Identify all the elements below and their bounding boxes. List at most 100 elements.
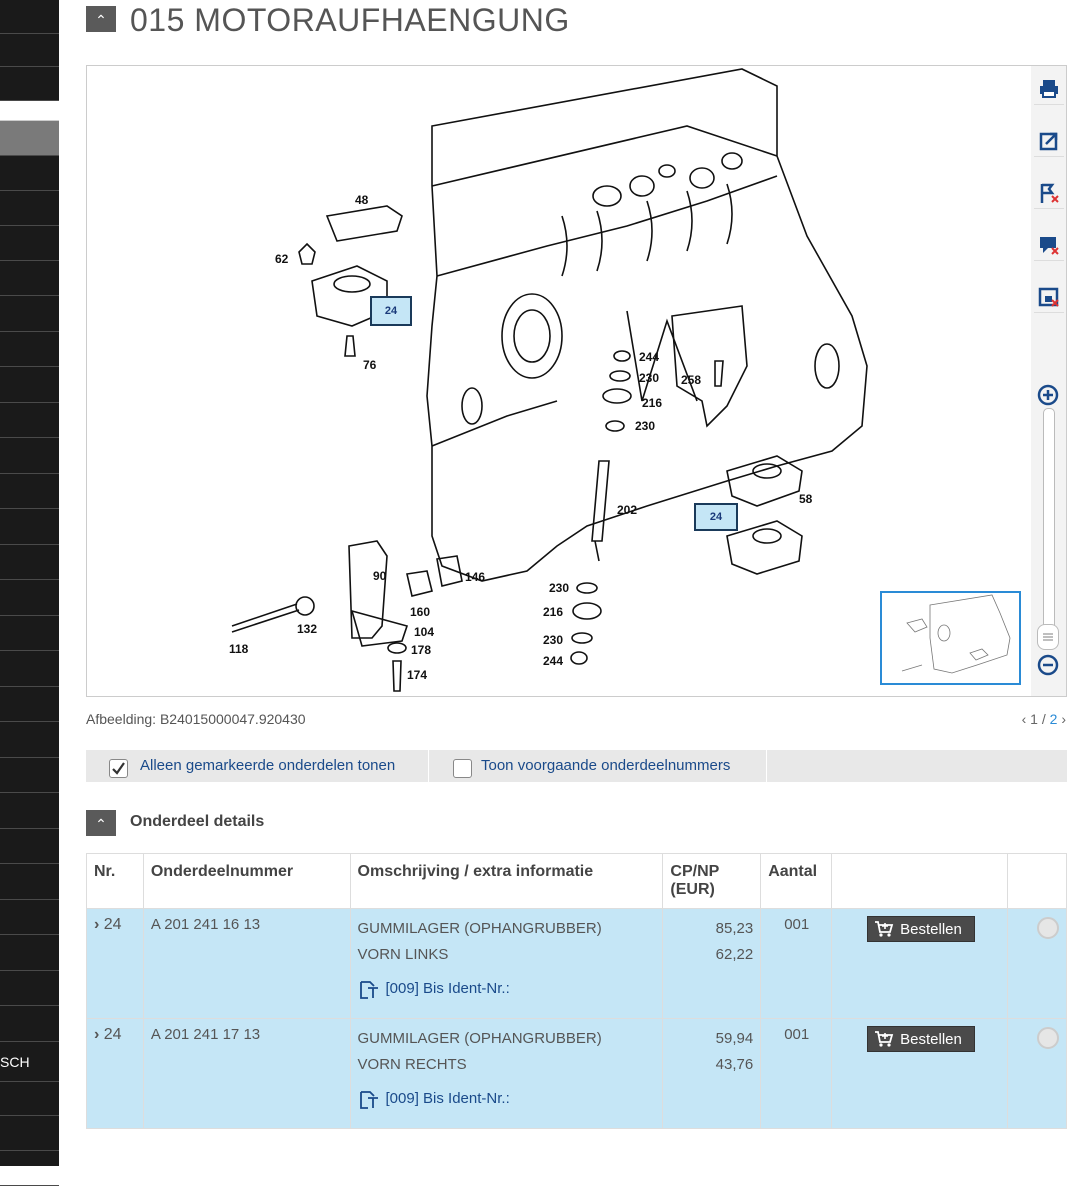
row-nr-cell[interactable]: › 24 xyxy=(86,908,144,1019)
row-nr-cell[interactable]: › 24 xyxy=(86,1018,144,1129)
sidebar-item[interactable] xyxy=(0,1117,59,1151)
column-header-qty[interactable]: Aantal xyxy=(760,853,833,909)
callout-label[interactable]: 48 xyxy=(355,193,369,207)
callout-label[interactable]: 230 xyxy=(549,581,569,595)
cart-add-icon xyxy=(875,921,894,937)
sidebar-item[interactable] xyxy=(0,972,59,1006)
price-cell: 85,23 62,22 xyxy=(662,908,762,1019)
ident-note[interactable]: [009] Bis Ident-Nr.: xyxy=(358,1086,656,1112)
sidebar-item[interactable] xyxy=(0,546,59,580)
callout-label[interactable]: 230 xyxy=(543,633,563,647)
sidebar-item[interactable] xyxy=(0,227,59,261)
row-select-radio[interactable] xyxy=(1037,917,1059,939)
clear-comments-button[interactable] xyxy=(1034,230,1064,261)
sidebar-item[interactable] xyxy=(0,475,59,509)
sidebar-item[interactable] xyxy=(0,298,59,332)
sidebar-item[interactable] xyxy=(0,901,59,935)
highlighted-callout-24[interactable]: 24 xyxy=(370,296,412,326)
sidebar-item[interactable] xyxy=(0,653,59,687)
print-button[interactable] xyxy=(1034,74,1064,105)
sidebar-item[interactable] xyxy=(0,1152,59,1186)
zoom-slider-track[interactable] xyxy=(1043,408,1055,630)
callout-label[interactable]: 76 xyxy=(363,358,377,372)
callout-label[interactable]: 104 xyxy=(414,625,434,639)
sidebar-item[interactable] xyxy=(0,369,59,403)
sidebar-item[interactable] xyxy=(0,33,59,67)
sidebar-item[interactable] xyxy=(0,67,59,101)
row-select-radio[interactable] xyxy=(1037,1027,1059,1049)
sidebar-item[interactable] xyxy=(0,617,59,651)
diagram-viewer[interactable]: 48 62 76 244 230 258 216 230 202 58 90 1… xyxy=(86,65,1067,697)
sidebar-item[interactable] xyxy=(0,0,59,34)
sidebar-item[interactable] xyxy=(0,333,59,367)
table-row[interactable]: › 24 A 201 241 16 13 GUMMILAGER (OPHANGR… xyxy=(86,908,1067,1019)
only-marked-checkbox[interactable] xyxy=(109,759,128,778)
show-previous-label[interactable]: Toon voorgaande onderdeelnummers xyxy=(481,757,731,774)
callout-label[interactable]: 244 xyxy=(543,654,563,668)
order-button-label: Bestellen xyxy=(900,920,962,938)
description-line: VORN RECHTS xyxy=(357,1056,467,1073)
callout-label[interactable]: 132 xyxy=(297,622,317,636)
callout-label[interactable]: 216 xyxy=(543,605,563,619)
chevron-right-icon[interactable]: › xyxy=(94,916,100,933)
sidebar-item[interactable] xyxy=(0,937,59,971)
collapse-diagram-button[interactable]: ⌃ xyxy=(86,6,116,32)
column-header-price[interactable]: CP/NP(EUR) xyxy=(662,853,762,909)
diagram-thumbnail-navigator[interactable] xyxy=(880,591,1021,685)
sidebar-item[interactable] xyxy=(0,1082,59,1116)
chevron-right-icon[interactable]: › xyxy=(94,1026,100,1043)
sidebar-item[interactable] xyxy=(0,404,59,438)
clear-flags-button[interactable] xyxy=(1034,178,1064,209)
zoom-slider-handle[interactable] xyxy=(1037,624,1059,650)
callout-label[interactable]: 146 xyxy=(465,570,485,584)
callout-label[interactable]: 90 xyxy=(373,569,387,583)
callout-label[interactable]: 202 xyxy=(617,503,637,517)
sidebar-item[interactable]: SCH xyxy=(0,1045,59,1082)
zoom-out-button[interactable] xyxy=(1037,654,1059,676)
chevron-right-icon[interactable]: › xyxy=(1061,711,1066,727)
column-header-description[interactable]: Omschrijving / extra informatie xyxy=(349,853,664,909)
table-row[interactable]: › 24 A 201 241 17 13 GUMMILAGER (OPHANGR… xyxy=(86,1018,1067,1129)
chevron-left-icon[interactable]: ‹ xyxy=(1021,711,1027,727)
sidebar-item[interactable] xyxy=(0,101,59,121)
clear-selection-button[interactable] xyxy=(1034,282,1064,313)
page-next-link[interactable]: 2 xyxy=(1049,711,1058,727)
order-button[interactable]: Bestellen xyxy=(867,1026,975,1052)
sidebar-item[interactable] xyxy=(0,795,59,829)
callout-label[interactable]: 178 xyxy=(411,643,431,657)
diagram-thumbnail xyxy=(901,594,1011,674)
callout-label[interactable]: 230 xyxy=(635,419,655,433)
sidebar-item[interactable] xyxy=(0,192,59,226)
show-previous-checkbox[interactable] xyxy=(453,759,472,778)
sidebar-item[interactable] xyxy=(0,688,59,722)
open-external-button[interactable] xyxy=(1034,126,1064,157)
sidebar-item[interactable] xyxy=(0,1008,59,1042)
callout-label[interactable]: 58 xyxy=(799,492,813,506)
callout-label[interactable]: 160 xyxy=(410,605,430,619)
sidebar-item[interactable] xyxy=(0,866,59,900)
sidebar-item[interactable] xyxy=(0,511,59,545)
collapse-details-button[interactable]: ⌃ xyxy=(86,810,116,836)
callout-label[interactable]: 174 xyxy=(407,668,427,682)
callout-label[interactable]: 216 xyxy=(642,396,662,410)
sidebar-item[interactable] xyxy=(0,582,59,616)
zoom-in-button[interactable] xyxy=(1037,384,1059,406)
sidebar-item[interactable] xyxy=(0,440,59,474)
callout-label[interactable]: 258 xyxy=(681,373,701,387)
sidebar-item[interactable] xyxy=(0,262,59,296)
highlighted-callout-24[interactable]: 24 xyxy=(694,503,738,531)
sidebar-item[interactable] xyxy=(0,157,59,191)
only-marked-label[interactable]: Alleen gemarkeerde onderdelen tonen xyxy=(140,757,396,774)
sidebar-item[interactable] xyxy=(0,830,59,864)
ident-note[interactable]: [009] Bis Ident-Nr.: xyxy=(358,976,656,1002)
callout-label[interactable]: 62 xyxy=(275,252,289,266)
callout-label[interactable]: 230 xyxy=(639,371,659,385)
column-header-nr[interactable]: Nr. xyxy=(86,853,144,909)
sidebar-item-active[interactable] xyxy=(0,121,59,156)
sidebar-item[interactable] xyxy=(0,759,59,793)
callout-label[interactable]: 244 xyxy=(639,350,659,364)
column-header-part-number[interactable]: Onderdeelnummer xyxy=(142,853,351,909)
sidebar-item[interactable] xyxy=(0,724,59,758)
order-button[interactable]: Bestellen xyxy=(867,916,975,942)
callout-label[interactable]: 118 xyxy=(229,642,249,656)
